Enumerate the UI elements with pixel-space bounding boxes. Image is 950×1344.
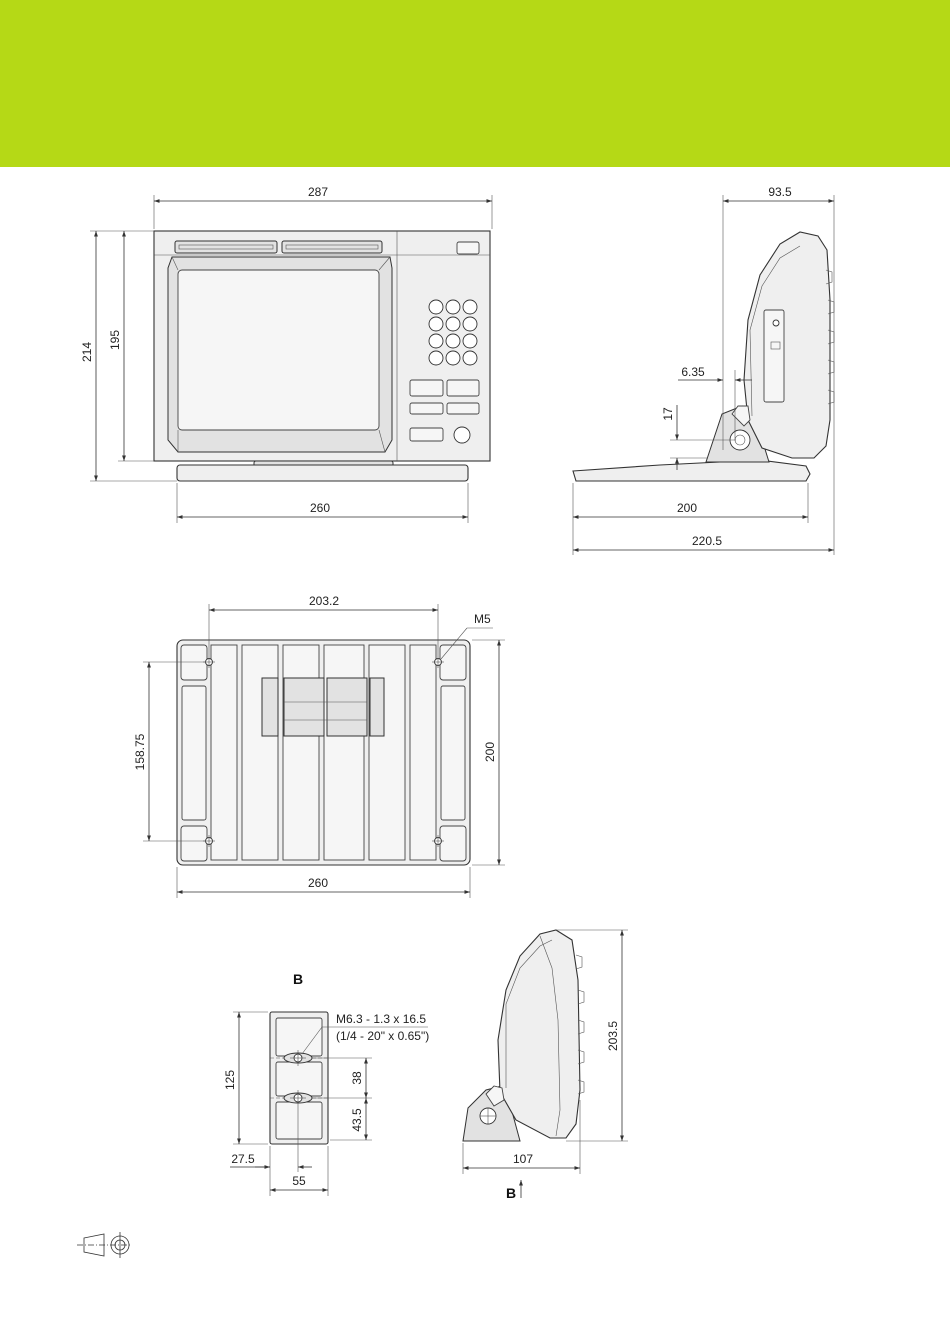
mount-detail: B M6.3 - 1.3 x 16.5 (1/4 - 20" x 0.65") … [223, 971, 429, 1196]
front-view: 287 214 195 260 [80, 185, 492, 523]
dim-offset: 6.35 [681, 365, 705, 379]
dim-depth-total: 220.5 [692, 534, 722, 548]
dim-width: 287 [308, 185, 328, 199]
view-label-b: B [293, 971, 303, 987]
dim-mount-height: 125 [223, 1070, 237, 1090]
screen [178, 270, 379, 430]
dim-spacing-lower: 43.5 [350, 1108, 364, 1132]
side-housing [744, 232, 830, 458]
dim-mount-width: 55 [292, 1174, 306, 1188]
dim-height-total: 214 [80, 342, 94, 362]
first-angle-projection-icon [77, 1232, 132, 1258]
side-housing-2 [498, 930, 580, 1138]
dim-height-body: 195 [108, 330, 122, 350]
dim-base-depth: 200 [677, 501, 697, 515]
dim-depth-top: 93.5 [768, 185, 792, 199]
side-view: 93.5 6.35 17 200 220.5 [573, 185, 834, 555]
side-base [573, 460, 810, 481]
thread-metric: M6.3 - 1.3 x 16.5 [336, 1012, 426, 1026]
dim-mount-offset: 27.5 [231, 1152, 255, 1166]
dim-width-bottom: 260 [308, 876, 328, 890]
bottom-view: 203.2 M5 158.75 200 260 [133, 594, 505, 898]
dim-base-width: 260 [310, 501, 330, 515]
thread-imperial: (1/4 - 20" x 0.65") [336, 1029, 429, 1043]
dim-hole-spacing-y: 158.75 [133, 733, 147, 770]
dim-hole-spacing-x: 203.2 [309, 594, 339, 608]
dim-depth-2: 107 [513, 1152, 533, 1166]
dim-spacing-upper: 38 [350, 1071, 364, 1085]
dim-height-2: 203.5 [606, 1021, 620, 1051]
thread-m5: M5 [474, 612, 491, 626]
front-base [177, 465, 468, 481]
dim-depth: 200 [483, 742, 497, 762]
side-view-2: 203.5 107 B [463, 930, 628, 1201]
dim-pivot-height: 17 [661, 407, 675, 421]
view-arrow-b: B [506, 1185, 516, 1201]
